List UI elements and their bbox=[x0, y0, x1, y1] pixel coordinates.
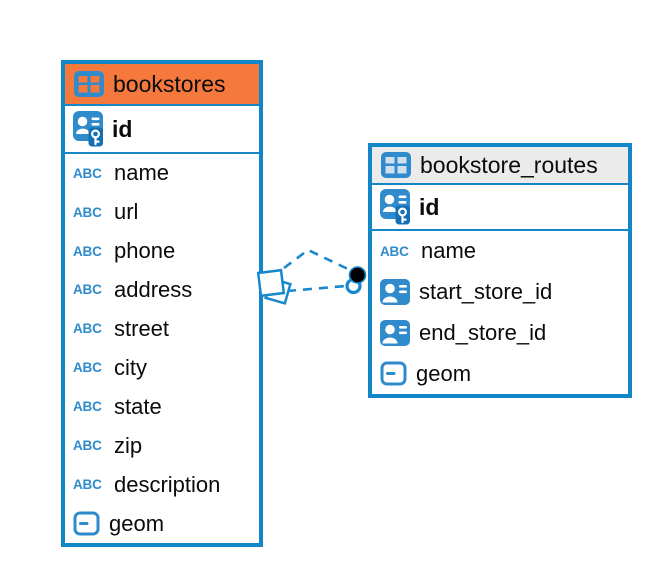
column-row[interactable]: ABC state bbox=[65, 387, 259, 426]
text-type-icon: ABC bbox=[73, 321, 102, 337]
column-name: geom bbox=[416, 360, 472, 386]
column-name: state bbox=[114, 393, 162, 419]
text-type-icon: ABC bbox=[73, 476, 102, 492]
text-type-icon: ABC bbox=[73, 438, 102, 454]
primary-key-icon bbox=[380, 189, 410, 225]
column-name: name bbox=[421, 238, 477, 264]
column-row[interactable]: ABC phone bbox=[65, 232, 259, 271]
black-dot-endpoint[interactable] bbox=[348, 266, 367, 284]
table-node-bookstore-routes[interactable]: bookstore_routes id ABC name start_store… bbox=[368, 143, 632, 398]
column-name: start_store_id bbox=[419, 279, 553, 305]
column-name: name bbox=[114, 160, 170, 186]
column-row[interactable]: ABC url bbox=[65, 193, 259, 232]
relationship-line-1[interactable] bbox=[283, 248, 351, 272]
column-row-id[interactable]: id bbox=[65, 106, 259, 154]
column-name: description bbox=[114, 471, 221, 497]
table-icon bbox=[74, 71, 104, 97]
column-row[interactable]: ABC name bbox=[372, 231, 628, 272]
column-row[interactable]: ABC address bbox=[65, 271, 259, 310]
column-row[interactable]: end_store_id bbox=[372, 313, 628, 354]
text-type-icon: ABC bbox=[73, 165, 102, 181]
geometry-icon bbox=[73, 511, 100, 536]
column-row[interactable]: ABC city bbox=[65, 349, 259, 388]
text-type-icon: ABC bbox=[73, 360, 102, 376]
column-row[interactable]: geom bbox=[65, 504, 259, 543]
column-name: geom bbox=[109, 510, 165, 536]
text-type-icon: ABC bbox=[73, 282, 102, 298]
text-type-icon: ABC bbox=[73, 243, 102, 259]
column-row-id[interactable]: id bbox=[372, 185, 628, 231]
column-row[interactable]: start_store_id bbox=[372, 272, 628, 313]
column-name: city bbox=[114, 354, 147, 380]
column-row[interactable]: geom bbox=[372, 353, 628, 394]
column-row[interactable]: ABC description bbox=[65, 465, 259, 504]
column-name: url bbox=[114, 199, 139, 225]
text-type-icon: ABC bbox=[380, 243, 409, 259]
relationship-line-2[interactable] bbox=[286, 284, 347, 293]
column-name: phone bbox=[114, 238, 176, 264]
primary-key-icon bbox=[73, 111, 103, 147]
table-title: bookstore_routes bbox=[420, 151, 598, 178]
table-node-bookstores[interactable]: bookstores id ABC name ABC url ABC phone… bbox=[61, 60, 263, 547]
column-row[interactable]: ABC zip bbox=[65, 426, 259, 465]
text-type-icon: ABC bbox=[73, 204, 102, 220]
text-type-icon: ABC bbox=[73, 399, 102, 415]
column-name: street bbox=[114, 316, 170, 342]
foreign-key-icon bbox=[380, 279, 410, 305]
column-name: id bbox=[112, 115, 133, 142]
column-name: address bbox=[114, 277, 193, 303]
table-header[interactable]: bookstore_routes bbox=[372, 147, 628, 185]
column-name: end_store_id bbox=[419, 319, 547, 345]
table-header[interactable]: bookstores bbox=[65, 64, 259, 106]
geometry-icon bbox=[380, 361, 407, 386]
foreign-key-icon bbox=[380, 320, 410, 346]
column-name: id bbox=[419, 193, 440, 220]
table-icon bbox=[381, 152, 411, 178]
table-title: bookstores bbox=[113, 70, 226, 97]
one-side-square-marker[interactable] bbox=[256, 268, 292, 305]
column-row[interactable]: ABC name bbox=[65, 154, 259, 193]
ring-dot-endpoint[interactable] bbox=[345, 277, 362, 295]
column-name: zip bbox=[114, 432, 143, 458]
column-row[interactable]: ABC street bbox=[65, 310, 259, 349]
